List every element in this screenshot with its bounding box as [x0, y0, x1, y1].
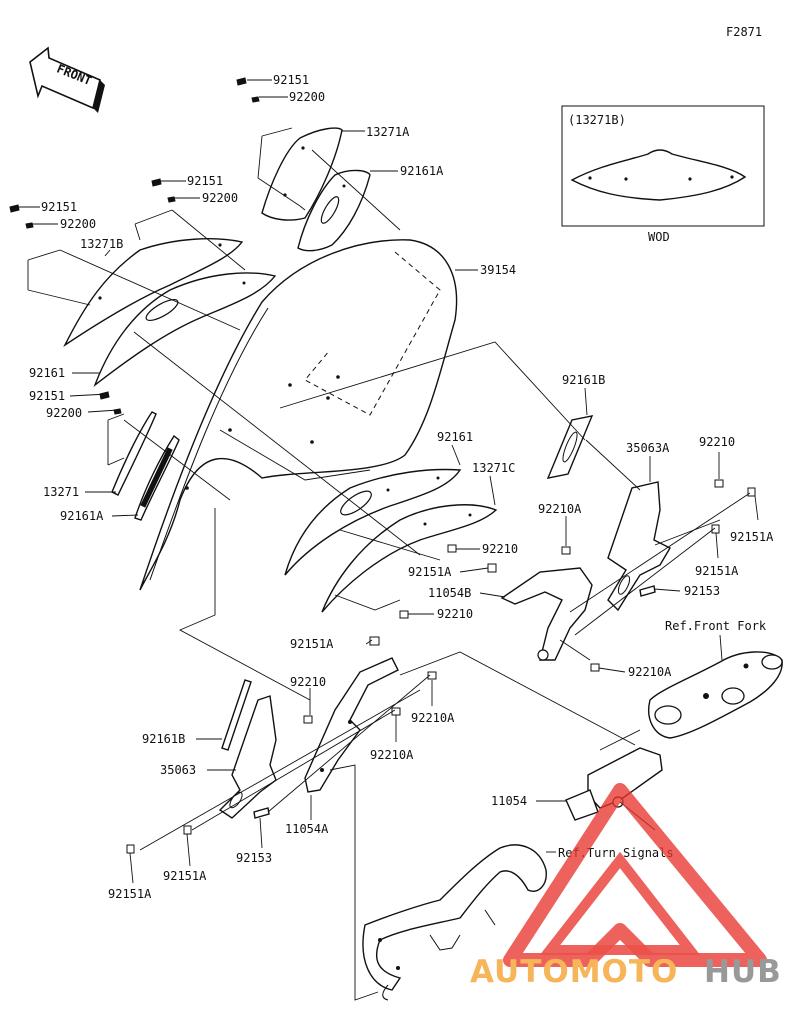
- label-92151-mid: 92151: [187, 174, 223, 188]
- watermark-brand-part1: AUTOMOTO: [470, 954, 678, 990]
- watermark-triangle-logo: [503, 783, 767, 967]
- label-92200-mid: 92200: [202, 191, 238, 205]
- hardware-screws: [9, 77, 756, 854]
- label-92210A-r1: 92210A: [538, 502, 582, 516]
- label-92151A-r1: 92151A: [730, 530, 774, 544]
- front-fork-bridge: [648, 651, 783, 739]
- automotohub-watermark: AUTOMOTO HUB: [470, 783, 782, 990]
- seal-92161-right: [284, 468, 462, 576]
- seal-92161B-right: [546, 415, 594, 479]
- label-11054B: 11054B: [428, 586, 471, 600]
- inset-caption: WOD: [648, 230, 670, 244]
- label-11054A: 11054A: [285, 822, 329, 836]
- label-92161B-right: 92161B: [562, 373, 605, 387]
- label-92151-left: 92151: [41, 200, 77, 214]
- bracket-11054A: [304, 657, 399, 793]
- deflector-13271A: [261, 127, 343, 221]
- label-92151A-b1: 92151A: [163, 869, 207, 883]
- label-92161A-left: 92161A: [60, 509, 104, 523]
- label-92161A-top: 92161A: [400, 164, 444, 178]
- deflector-13271C: [321, 504, 498, 613]
- ref-front-fork: Ref.Front Fork: [665, 619, 767, 633]
- label-13271: 13271: [43, 485, 79, 499]
- label-92200-left: 92200: [60, 217, 96, 231]
- label-92153-l: 92153: [236, 851, 272, 865]
- label-92151A-m: 92151A: [408, 565, 452, 579]
- label-11054: 11054: [491, 794, 527, 808]
- label-92210A-l1: 92210A: [411, 711, 455, 725]
- label-13271B: 13271B: [80, 237, 123, 251]
- label-92151A-r2: 92151A: [695, 564, 739, 578]
- label-92161-left: 92161: [29, 366, 65, 380]
- label-92151A-b2: 92151A: [108, 887, 152, 901]
- label-92210A-r2: 92210A: [628, 665, 672, 679]
- wod-inset-box: (13271B) WOD: [561, 105, 765, 244]
- label-39154: 39154: [480, 263, 516, 277]
- label-92153-r: 92153: [684, 584, 720, 598]
- inset-title: (13271B): [568, 113, 626, 127]
- figure-code: F2871: [726, 25, 762, 39]
- label-92210-a: 92210: [482, 542, 518, 556]
- bracket-11054: [565, 747, 663, 821]
- label-92161-right: 92161: [437, 430, 473, 444]
- seal-92161-left: [93, 272, 277, 388]
- front-direction-arrow: FRONT: [29, 46, 105, 113]
- seal-92161A-top: [297, 169, 371, 252]
- label-92151A-l: 92151A: [290, 637, 334, 651]
- label-92210-c: 92210: [699, 435, 735, 449]
- label-92210-l: 92210: [290, 675, 326, 689]
- deflector-13271: [111, 411, 157, 496]
- label-13271A: 13271A: [366, 125, 410, 139]
- label-92200-l2: 92200: [46, 406, 82, 420]
- turn-signal-bracket: [362, 844, 547, 1001]
- label-35063: 35063: [160, 763, 196, 777]
- watermark-brand-part2: HUB: [704, 954, 782, 990]
- bracket-35063A: [607, 481, 671, 612]
- label-92151-top: 92151: [273, 73, 309, 87]
- label-92200-top: 92200: [289, 90, 325, 104]
- label-35063A: 35063A: [626, 441, 670, 455]
- part-labels: 92151 92200 13271A 92161A 92151 92200 92…: [29, 73, 774, 901]
- label-92210A-l2: 92210A: [370, 748, 414, 762]
- label-92161B-left: 92161B: [142, 732, 185, 746]
- windshield-39154: [139, 239, 458, 591]
- label-13271C: 13271C: [472, 461, 515, 475]
- label-92210-b: 92210: [437, 607, 473, 621]
- wod-deflector-part: [570, 149, 747, 201]
- label-92151-l2: 92151: [29, 389, 65, 403]
- bracket-11054B: [500, 567, 593, 661]
- seal-92161B-left: [221, 679, 252, 751]
- seal-92161A-left: [134, 434, 180, 521]
- leader-lines: [18, 79, 759, 1001]
